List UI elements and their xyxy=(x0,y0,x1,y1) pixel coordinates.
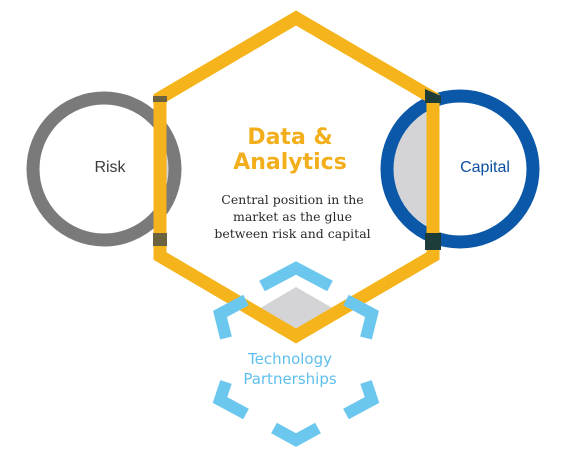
tech-segment-upper-left xyxy=(213,294,249,340)
capital-overlap-area xyxy=(387,96,433,242)
tech-segment-upper-right xyxy=(343,294,379,340)
center-description: Central position in the market as the gl… xyxy=(205,191,380,242)
tech-segment-top xyxy=(259,261,333,292)
center-title-line-2: Analytics xyxy=(233,150,347,175)
technology-partnerships-hexagon xyxy=(212,261,380,447)
capital-hexagon-crossing-bottom xyxy=(425,233,441,250)
description-line-2: market as the glue xyxy=(233,209,352,224)
technology-partnerships-label: Technology Partnerships xyxy=(220,349,360,389)
capital-hexagon-crossing-top xyxy=(425,89,441,103)
capital-ring xyxy=(380,89,540,249)
risk-hexagon-crossing-bottom xyxy=(153,233,167,246)
technology-label-line-1: Technology xyxy=(247,350,333,368)
tech-segment-lower-left xyxy=(212,380,249,420)
description-line-3: between risk and capital xyxy=(214,226,371,241)
description-line-1: Central position in the xyxy=(221,192,364,207)
tech-segment-lower-right xyxy=(343,380,380,420)
capital-label: Capital xyxy=(460,159,510,176)
technology-label-line-2: Partnerships xyxy=(243,370,337,388)
risk-ring xyxy=(26,91,182,247)
risk-hexagon-crossing-top xyxy=(153,96,167,102)
center-title-line-1: Data & xyxy=(247,125,333,150)
tech-segment-bottom xyxy=(271,422,321,447)
risk-label: Risk xyxy=(94,159,126,176)
